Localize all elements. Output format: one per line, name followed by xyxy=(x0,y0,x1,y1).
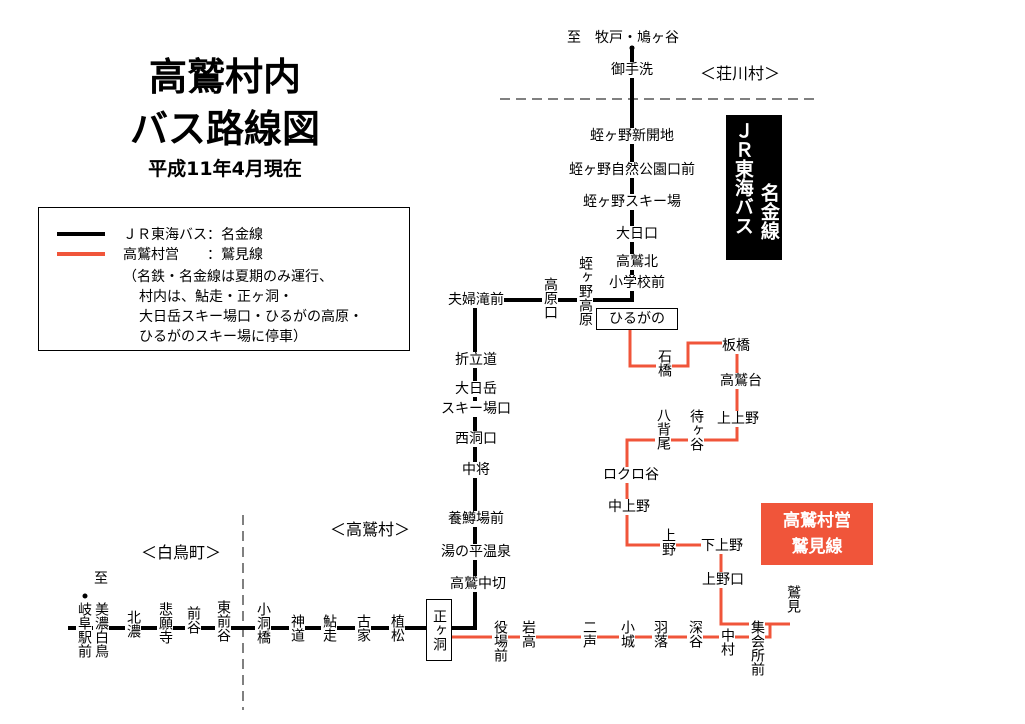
legend-jr-swatch xyxy=(57,232,105,236)
legend-village-swatch xyxy=(57,252,105,256)
legend-note-2: 村内は、鮎走・正ヶ洞・ xyxy=(139,289,293,305)
stop-label: 中上野 xyxy=(608,499,650,515)
stop-label-vertical: 岩高 xyxy=(520,620,536,648)
stop-label: 夫婦滝前 xyxy=(448,292,504,308)
stop-label-vertical: 深谷 xyxy=(687,620,703,648)
legend-note-1: （名鉄・名金線は夏期のみ運行、 xyxy=(123,269,333,285)
stop-label-vertical: 小城 xyxy=(619,620,635,648)
stop-label: 高鷲中切 xyxy=(450,576,506,592)
stop-label-vertical: 岐阜駅前 xyxy=(76,602,92,658)
map-title-line-1: 高鷲村内 xyxy=(148,55,301,99)
jr-box-col2: 名金線 xyxy=(757,183,780,240)
stop-label-vertical: 八背尾 xyxy=(655,408,671,450)
stop-label-vertical: 北濃 xyxy=(125,610,141,638)
stop-label-vertical: 前谷 xyxy=(185,606,201,634)
stop-label-vertical: 役場前 xyxy=(492,620,508,662)
stop-hirugano-box: ひるがの xyxy=(596,308,678,330)
legend-note-3: 大日岳スキー場口・ひるがの高原・ xyxy=(139,309,363,325)
destination-north: 至 牧戸・鳩ヶ谷 xyxy=(567,30,679,46)
stop-label: スキー場口 xyxy=(441,401,511,417)
stop-label: ロクロ谷 xyxy=(603,467,659,483)
stop-label: 上上野 xyxy=(717,411,759,427)
stop-label: 板橋 xyxy=(722,338,750,354)
stop-label: 養鱒場前 xyxy=(448,511,504,527)
jr-box-col1: ＪＲ東海バス xyxy=(731,121,754,235)
stop-label: 小学校前 xyxy=(609,275,665,291)
village-box-line2: 鷲見線 xyxy=(791,537,843,557)
stop-label: 蛭ヶ野新開地 xyxy=(590,128,674,144)
station-markers xyxy=(82,45,635,599)
legend-note-4: ひるがのスキー場に停車） xyxy=(139,329,307,345)
destination-south-prefix: 至 xyxy=(94,571,108,587)
stop-label-vertical: 二声 xyxy=(581,620,597,648)
stop-shogahora-box: 正ヶ洞 xyxy=(426,599,452,661)
stop-label-vertical: 小洞橋 xyxy=(255,602,271,644)
map-date: 平成11年4月現在 xyxy=(148,158,302,180)
stop-label: 蛭ヶ野スキー場 xyxy=(583,194,681,210)
stop-label: 蛭ヶ野自然公園口前 xyxy=(569,162,695,178)
stop-label-vertical: 蛭ヶ野高原 xyxy=(577,256,593,326)
stop-label-vertical: 悲願寺 xyxy=(157,602,173,644)
stop-label-vertical: 東前谷 xyxy=(215,600,231,642)
stop-label-vertical: 中村 xyxy=(719,628,735,656)
village-box-line1: 高鷲村営 xyxy=(783,511,851,531)
stop-label-vertical: 鮎走 xyxy=(321,614,337,642)
stop-label-vertical: 神道 xyxy=(289,614,305,642)
stop-label: 大日岳 xyxy=(455,381,497,397)
stop-label-vertical: 石橋 xyxy=(656,349,672,377)
legend-jr-label: ＪＲ東海バス：名金線 xyxy=(123,227,263,243)
stop-label: 高鷲北 xyxy=(616,254,658,270)
stop-label-vertical: 美濃白鳥 xyxy=(93,602,109,658)
village-line-label-box: 高鷲村営 鷲見線 xyxy=(761,503,873,565)
region-label-shokawa: ＜荘川村＞ xyxy=(699,64,781,83)
stop-label: 湯の平温泉 xyxy=(441,544,511,560)
legend-village-label: 高鷲村営 ：鷲見線 xyxy=(123,247,263,263)
stop-label: 西洞口 xyxy=(455,431,497,447)
stop-label-vertical: 鷲見 xyxy=(785,585,801,613)
map-title-line-2: バス路線図 xyxy=(129,107,320,151)
stop-label-vertical: 古家 xyxy=(355,614,371,642)
stop-label-vertical: 羽落 xyxy=(652,620,668,648)
stop-label: 高鷲台 xyxy=(720,373,762,389)
stop-label-vertical: 待ヶ谷 xyxy=(688,409,704,451)
legend: ＪＲ東海バス：名金線 高鷲村営 ：鷲見線 （名鉄・名金線は夏期のみ運行、 村内は… xyxy=(38,207,410,351)
stop-label: 折立道 xyxy=(455,352,497,368)
stop-label-vertical: 集会所前 xyxy=(749,620,765,676)
stop-label-vertical: 植松 xyxy=(389,614,405,642)
stop-label: 中将 xyxy=(462,462,490,478)
stop-label-vertical: 上野 xyxy=(660,528,676,556)
jr-line-label-box: ＪＲ東海バス 名金線 xyxy=(726,115,782,260)
region-label-takasu: ＜高鷲村＞ xyxy=(329,520,411,539)
stop-label-vertical: 高原口 xyxy=(542,277,558,319)
stop-label: 大日口 xyxy=(616,226,658,242)
stop-label: 上野口 xyxy=(702,572,744,588)
region-label-shirotori: ＜白鳥町＞ xyxy=(140,543,222,562)
stop-label: 御手洗 xyxy=(611,62,653,78)
stop-label: 下上野 xyxy=(701,538,743,554)
